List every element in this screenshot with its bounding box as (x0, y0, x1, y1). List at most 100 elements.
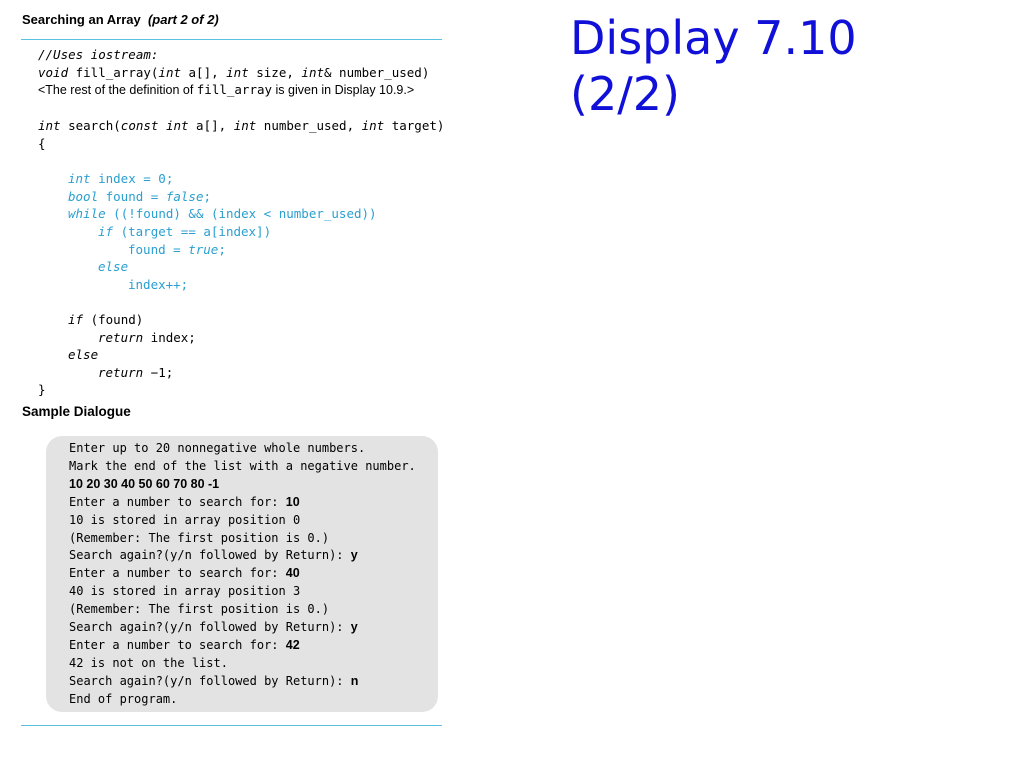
code-keyword: if (68, 311, 84, 327)
code-keyword: int (233, 118, 257, 134)
code-line: { (38, 135, 46, 151)
code-keyword: return (98, 364, 144, 380)
dialogue-prompt: Search again?(y/n followed by Return): (69, 673, 351, 688)
code-line: if (target == a[index]) (38, 223, 444, 241)
code-line: else (38, 346, 444, 364)
dialogue-prompt: Search again?(y/n followed by Return): (69, 620, 351, 635)
code-keyword: const int (120, 118, 189, 134)
code-keyword: false (165, 188, 204, 204)
code-text: index; (143, 329, 196, 345)
code-listing: //Uses iostream:void fill_array(int a[],… (38, 46, 444, 399)
code-blank (38, 293, 444, 311)
code-text: ((!found) && (index < number_used)) (105, 206, 377, 222)
code-line: bool found = false; (38, 188, 444, 206)
dialogue-line: Mark the end of the list with a negative… (69, 458, 416, 473)
user-input: y (350, 620, 358, 635)
code-line: int search(const int a[], int number_use… (38, 117, 444, 135)
code-comment: //Uses iostream: (38, 47, 159, 62)
code-note: <The rest of the definition of (38, 83, 197, 98)
bottom-divider (21, 725, 442, 726)
code-text: found = (128, 241, 189, 257)
dialogue-line: End of program. (69, 691, 178, 706)
dialogue-prompt: Enter a number to search for: (69, 566, 286, 581)
sample-dialogue-heading: Sample Dialogue (22, 404, 131, 419)
dialogue-line: Enter a number to search for: 40 (69, 565, 438, 583)
code-blank (38, 153, 444, 171)
code-text: index = 0; (90, 171, 174, 187)
display-heading: Searching an Array (part 2 of 2) (22, 12, 219, 27)
code-line: if (found) (38, 311, 444, 329)
code-line: //Uses iostream: (38, 46, 444, 64)
code-line: void fill_array(int a[], int size, int& … (38, 64, 444, 82)
dialogue-line: 42 is not on the list. (69, 655, 228, 670)
dialogue-line: (Remember: The first position is 0.) (69, 602, 330, 617)
code-text: & number_used) (324, 64, 430, 80)
code-keyword: int (158, 64, 181, 80)
code-text: number_used, (256, 118, 362, 134)
dialogue-line: Enter a number to search for: 10 (69, 494, 438, 512)
display-heading-sub: (part 2 of 2) (147, 12, 219, 27)
user-input: 10 20 30 40 50 60 70 80 -1 (69, 476, 220, 491)
dialogue-line: Enter a number to search for: 42 (69, 637, 438, 655)
code-keyword: void (38, 64, 69, 80)
dialogue-line: 40 is stored in array position 3 (69, 584, 301, 599)
code-text: fill_array (196, 82, 273, 98)
code-keyword: int (361, 118, 385, 134)
code-text: (found) (83, 311, 144, 327)
code-keyword: bool (68, 188, 99, 204)
display-heading-main: Searching an Array (22, 12, 141, 27)
code-keyword: int (301, 64, 324, 80)
code-keyword: while (68, 206, 106, 222)
slide-title-line2: (2/2) (570, 67, 680, 121)
code-keyword: if (98, 223, 114, 239)
dialogue-line: Search again?(y/n followed by Return): n (69, 673, 438, 691)
dialogue-line: 10 20 30 40 50 60 70 80 -1 (69, 476, 438, 494)
dialogue-line: Search again?(y/n followed by Return): y (69, 619, 438, 637)
code-line: while ((!found) && (index < number_used)… (38, 205, 444, 223)
code-blank (38, 100, 444, 118)
code-line: <The rest of the definition of fill_arra… (38, 81, 444, 100)
code-line: return −1; (38, 364, 444, 382)
code-text: search( (60, 118, 121, 134)
dialogue-line: Search again?(y/n followed by Return): y (69, 547, 438, 565)
dialogue-prompt: Enter a number to search for: (69, 637, 286, 652)
user-input: y (350, 548, 358, 563)
code-text: found = (98, 188, 166, 204)
user-input: n (350, 673, 359, 688)
code-text: ; (218, 241, 226, 257)
code-keyword: else (98, 259, 129, 275)
code-line: index++; (38, 276, 444, 294)
code-keyword: true (188, 241, 219, 257)
code-line: int index = 0; (38, 170, 444, 188)
dialogue-line: 10 is stored in array position 0 (69, 512, 301, 527)
code-text: a[], (188, 118, 234, 134)
code-text: fill_array( (68, 64, 159, 80)
code-text: ; (203, 188, 212, 204)
code-line: return index; (38, 329, 444, 347)
code-text: target) (384, 118, 445, 134)
code-text: −1; (143, 364, 174, 380)
dialogue-prompt: Search again?(y/n followed by Return): (69, 548, 351, 563)
code-text: a[], (181, 64, 227, 80)
code-text: index++; (128, 276, 189, 292)
code-keyword: else (68, 347, 99, 363)
user-input: 10 (285, 494, 300, 509)
sample-dialogue-box: Enter up to 20 nonnegative whole numbers… (46, 436, 438, 712)
code-text: size, (248, 64, 302, 80)
code-line: } (38, 382, 46, 398)
code-keyword: int (38, 118, 61, 134)
slide-title: Display 7.10 (2/2) (570, 10, 857, 122)
code-text: (target == a[index]) (113, 223, 272, 239)
code-line: found = true; (38, 241, 444, 259)
code-keyword: int (68, 171, 91, 187)
code-line: else (38, 258, 444, 276)
code-note: is given in Display 10.9.> (272, 83, 415, 98)
slide-title-line1: Display 7.10 (570, 11, 857, 65)
user-input: 42 (285, 637, 300, 652)
top-divider (21, 39, 442, 40)
dialogue-line: (Remember: The first position is 0.) (69, 530, 330, 545)
dialogue-line: Enter up to 20 nonnegative whole numbers… (69, 441, 366, 455)
user-input: 40 (285, 566, 300, 581)
dialogue-prompt: Enter a number to search for: (69, 494, 286, 509)
code-keyword: int (226, 64, 249, 80)
